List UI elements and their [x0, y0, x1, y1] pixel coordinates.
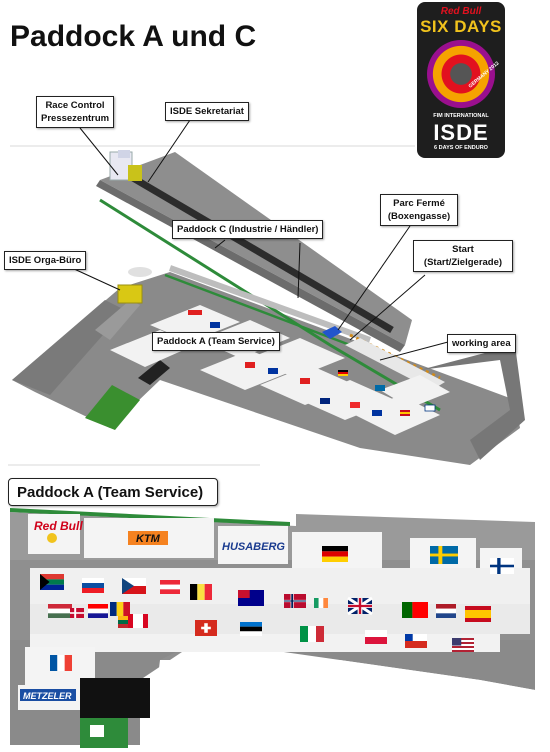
track-curve: [420, 345, 525, 460]
flag-portugal: [402, 602, 428, 618]
redbull-logo-text: Red Bull: [34, 519, 83, 533]
flag-poland: [365, 630, 387, 644]
approach-road-light: [95, 300, 140, 340]
flag-belgium: [190, 584, 212, 600]
flag-romania: [110, 602, 130, 616]
callout-race-control: Race Control Pressezentrum: [36, 96, 114, 128]
flag-ireland: [314, 598, 328, 608]
callout-paddock-c: Paddock C (Industrie / Händler): [172, 220, 324, 239]
logo-tagline: 6 DAYS OF ENDURO: [434, 145, 488, 151]
callout-sekretariat-label: ISDE Sekretariat: [170, 106, 244, 117]
callout-working-area-label: working area: [452, 338, 511, 349]
callout-start-sub-label: (Start/Zielgerade): [423, 257, 503, 268]
paddock-c-hall: [126, 171, 394, 334]
green-area: [85, 385, 140, 430]
callout-sekretariat: ISDE Sekretariat: [165, 102, 249, 121]
metzeler-logo-text: METZELER: [23, 691, 72, 701]
green-track-strip-2: [164, 273, 351, 347]
isde-logo: Red Bull SIX DAYS GERMANY 2012 FIM INTER…: [417, 2, 505, 158]
black-area: [80, 678, 150, 718]
flag-spain: [465, 606, 491, 622]
flag-netherlands: [436, 604, 456, 618]
white-hut: [90, 725, 104, 737]
flag-finland: [490, 558, 514, 574]
flag-france: [50, 655, 72, 671]
logo-brand: Red Bull: [440, 6, 482, 17]
callout-orga-label: ISDE Orga-Büro: [9, 255, 82, 266]
section-title: Paddock A (Team Service): [8, 478, 218, 506]
callout-pressezentrum-label: Pressezentrum: [41, 113, 110, 124]
tent-row-2: [30, 568, 530, 604]
metzeler-badge: [20, 689, 76, 701]
callout-paddock-a: Paddock A (Team Service): [152, 332, 280, 351]
flag-germany: [322, 546, 348, 562]
callout-paddock-c-label: Paddock C (Industrie / Händler): [177, 224, 319, 235]
logo-event: SIX DAYS: [420, 17, 502, 36]
sekretariat-building: [128, 165, 142, 181]
flag-sweden: [430, 546, 458, 564]
flags-group: [40, 546, 514, 671]
callout-start: Start (Start/Zielgerade): [413, 240, 513, 272]
page-title: Paddock A und C: [10, 20, 257, 53]
flag-lithuania: [118, 616, 136, 628]
logo-fim: FIM INTERNATIONAL: [433, 113, 489, 119]
flag-canada: [128, 614, 148, 628]
race-control-roof: [118, 150, 130, 158]
flag-norway: [284, 594, 306, 608]
flag-united-states: [452, 638, 474, 652]
flag-croatia: [88, 604, 108, 618]
approach-road: [12, 300, 125, 395]
tent-row-4: [30, 634, 500, 652]
detail-green-strip: [10, 508, 290, 526]
flag-united-kingdom: [347, 596, 373, 616]
callout-parc-ferme: Parc Fermé (Boxengasse): [380, 194, 458, 226]
callout-start-label: Start: [452, 244, 474, 255]
flag-austria: [160, 580, 180, 594]
flag-chile: [405, 634, 427, 648]
flag-denmark: [70, 608, 84, 618]
callout-paddock-a-label: Paddock A (Team Service): [157, 336, 275, 347]
dark-area: [138, 360, 170, 385]
logo-name: ISDE: [433, 120, 489, 145]
flag-south-africa: [40, 574, 64, 590]
callout-boxengasse-label: (Boxengasse): [387, 211, 451, 222]
callout-race-control-label: Race Control: [45, 100, 105, 111]
husaberg-logo-text: HUSABERG: [222, 541, 285, 553]
flag-czech-republic: [122, 578, 146, 594]
flag-italy: [300, 626, 324, 642]
callout-leaders: [71, 119, 449, 361]
overview-flags: [188, 310, 436, 416]
flag-slovakia: [82, 578, 104, 593]
detail-white-area: [140, 640, 535, 745]
flag-australia: [238, 590, 264, 606]
redbull-sun: [47, 533, 57, 543]
callout-orga: ISDE Orga-Büro: [4, 251, 87, 270]
ktm-badge: [128, 531, 168, 545]
ktm-logo-text: KTM: [136, 533, 161, 545]
callout-working-area: working area: [447, 334, 516, 353]
flag-hungary: [48, 604, 72, 618]
callout-parc-ferme-label: Parc Fermé: [393, 198, 445, 209]
logo-wheel-graphic: [427, 40, 495, 108]
orga-building: [117, 284, 143, 304]
flag-estonia: [240, 622, 262, 636]
tent-husaberg: [218, 526, 288, 564]
flag-switzerland: [195, 620, 217, 636]
parc-ferme-marker: [322, 326, 342, 339]
orga-tent: [128, 267, 152, 277]
